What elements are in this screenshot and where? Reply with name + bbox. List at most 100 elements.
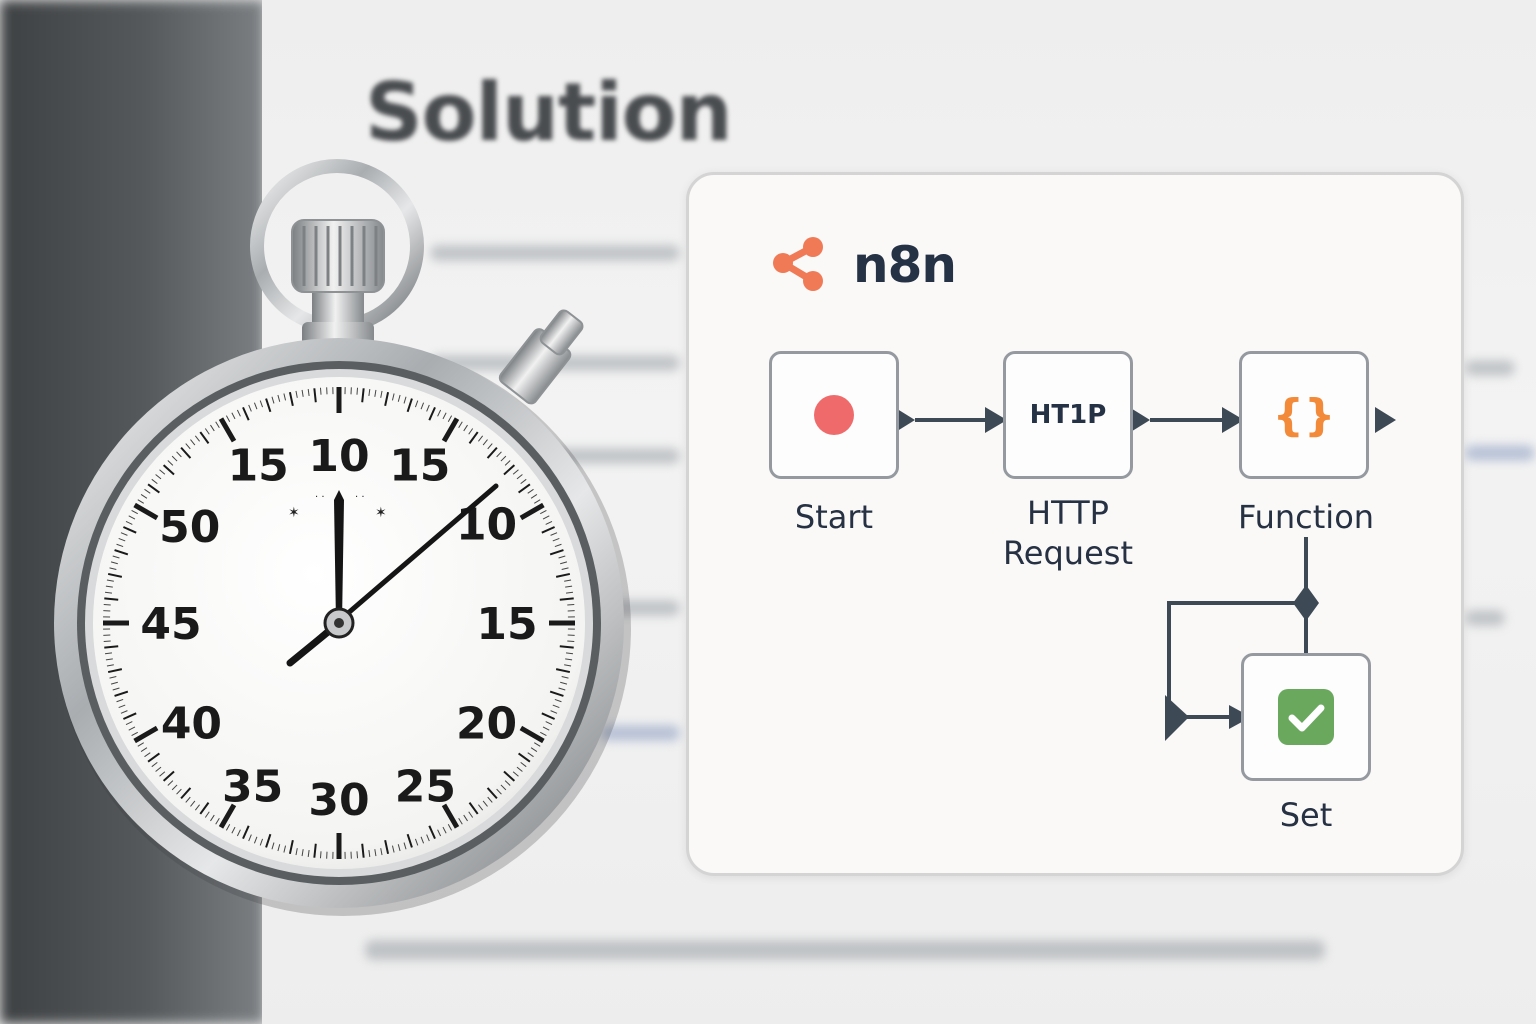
minute-tick — [265, 833, 272, 848]
minute-tick — [147, 752, 160, 763]
fine-tick — [109, 675, 117, 679]
fine-tick — [151, 478, 158, 484]
minute-tick — [519, 502, 545, 521]
fine-tick — [527, 488, 534, 494]
fine-tick — [500, 784, 507, 791]
fine-tick — [112, 687, 120, 691]
fine-tick — [533, 742, 541, 747]
dial-label: 15 — [389, 440, 450, 491]
fine-tick — [301, 849, 304, 857]
minute-tick — [503, 770, 516, 782]
fine-tick — [496, 451, 502, 458]
fine-tick — [116, 543, 124, 548]
fine-tick — [253, 836, 258, 844]
fine-tick — [520, 762, 527, 768]
set-node[interactable] — [1241, 653, 1371, 781]
fine-tick — [530, 494, 538, 499]
n8n-logo: n8n — [769, 235, 957, 295]
dial-label: 10 — [456, 499, 517, 550]
fine-tick — [171, 784, 178, 791]
minute-tick — [361, 388, 365, 403]
fine-tick — [567, 640, 575, 643]
fine-tick — [540, 731, 547, 737]
fine-tick — [137, 499, 145, 504]
fine-tick — [103, 640, 111, 643]
fine-tick — [167, 780, 174, 786]
fine-tick — [550, 532, 558, 536]
svg-text:· ·: · · — [355, 492, 365, 503]
fine-tick — [283, 393, 287, 401]
arrowhead — [985, 407, 1007, 433]
minute-tick — [503, 464, 516, 476]
minute-tick — [147, 483, 160, 494]
minute-tick — [468, 431, 479, 444]
minute-tick — [114, 690, 129, 697]
fine-tick — [420, 836, 425, 844]
fine-tick — [540, 509, 547, 515]
minute-tick — [104, 645, 119, 649]
function-node-label: Function — [1237, 498, 1375, 536]
dial-label: 15 — [228, 440, 289, 491]
stopwatch-crown — [291, 219, 385, 293]
fine-tick — [374, 389, 377, 397]
fine-tick — [225, 415, 231, 422]
fine-tick — [458, 817, 463, 825]
minute-tick — [242, 825, 250, 840]
fine-tick — [516, 766, 523, 772]
svg-text:✶: ✶ — [375, 505, 387, 521]
fine-tick — [131, 509, 138, 515]
fine-tick — [558, 555, 566, 559]
minute-tick — [541, 526, 556, 534]
fine-tick — [496, 788, 502, 795]
fine-tick — [131, 731, 138, 737]
fine-tick — [159, 469, 166, 475]
fine-tick — [144, 488, 151, 494]
fine-tick — [144, 752, 151, 758]
minute-tick — [133, 725, 159, 744]
fine-tick — [516, 474, 523, 480]
fine-tick — [109, 567, 117, 571]
fine-tick — [110, 561, 118, 565]
fine-tick — [482, 439, 488, 446]
fine-tick — [248, 404, 252, 412]
document-heading: Solution — [365, 66, 733, 159]
arrowhead — [1229, 705, 1251, 729]
dial-label: 15 — [476, 599, 537, 650]
minute-tick — [384, 839, 390, 855]
minute-tick — [559, 645, 574, 649]
fine-tick — [319, 387, 322, 395]
fine-tick — [554, 543, 562, 548]
dial-label: 20 — [456, 699, 517, 750]
fine-tick — [437, 829, 442, 837]
minute-tick — [384, 391, 390, 407]
fine-tick — [442, 826, 447, 834]
minute-tick — [541, 712, 556, 720]
minute-tick — [199, 431, 210, 444]
fine-tick — [236, 829, 241, 837]
fine-tick — [225, 824, 231, 831]
minute-tick — [313, 843, 317, 858]
fine-tick — [140, 494, 148, 499]
fine-tick — [106, 579, 114, 582]
fine-tick — [426, 834, 430, 842]
fine-tick — [368, 388, 371, 397]
dial-ornament: ✶✶ · ·· · — [288, 492, 387, 521]
start-node[interactable] — [769, 351, 899, 479]
minute-tick — [428, 825, 436, 840]
function-node[interactable]: {} — [1239, 351, 1369, 479]
fine-tick — [194, 435, 200, 442]
dial-label: 40 — [161, 699, 222, 750]
fine-tick — [463, 814, 468, 822]
http-request-node[interactable]: HT1P — [1003, 351, 1133, 479]
fine-tick — [567, 603, 575, 606]
fine-tick — [295, 848, 298, 856]
minute-tick — [518, 483, 531, 494]
fine-tick — [215, 421, 220, 429]
minute-tick — [162, 770, 175, 782]
fine-tick — [554, 698, 562, 703]
minute-tick — [180, 787, 192, 800]
fine-tick — [463, 424, 468, 432]
fine-tick — [397, 844, 401, 852]
fine-tick — [210, 424, 215, 432]
fine-tick — [414, 838, 419, 846]
